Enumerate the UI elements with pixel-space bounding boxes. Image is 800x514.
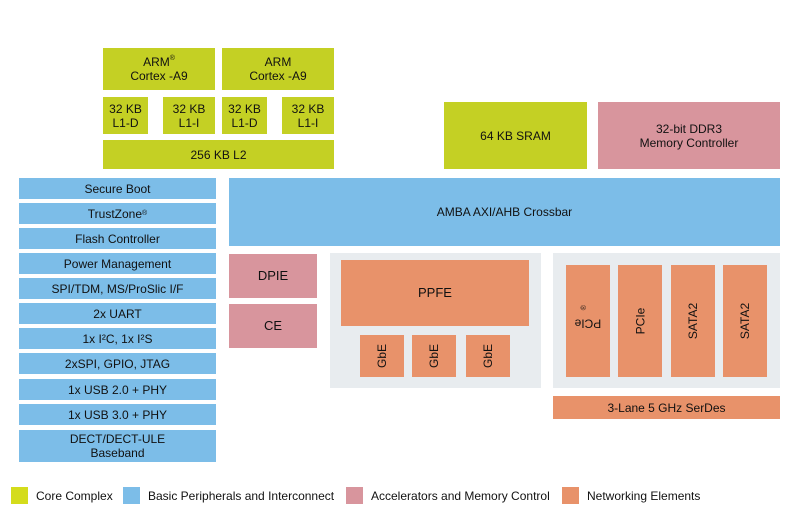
sram-block: 64 KB SRAM [444,102,587,169]
gbe-port: GbE [466,335,510,377]
trustzone-label: TrustZone [87,206,143,221]
pcie-port: PCIe ® [566,265,610,377]
peripheral-secure-boot: Secure Boot [19,178,216,199]
registered-mark: ® [169,55,175,62]
peripheral-uart: 2x UART [19,303,216,324]
peripheral-i2c-i2s: 1x I²C, 1x I²S [19,328,216,349]
l1-size: 32 KB [172,101,206,116]
l1-size: 32 KB [291,101,325,116]
legend-item-core: Core Complex [11,487,113,504]
cpu-core-1-name: ARM [143,55,170,69]
registered-mark: ® [580,305,588,311]
l1-type: L1-I [297,115,319,130]
cpu-core-1: ARM® Cortex -A9 [103,48,215,90]
legend-item-networking: Networking Elements [562,487,700,504]
registered-mark: ® [142,210,148,217]
l1-type: L1-D [231,115,258,130]
l1-size: 32 KB [109,101,142,116]
legend-label: Core Complex [36,488,113,503]
pcie-label: PCIe [633,307,647,335]
dpie-block: DPIE [229,254,317,298]
gbe-label: GbE [480,343,495,369]
memory-controller-label: Memory Controller [639,135,739,150]
pcie-port: PCIe [618,265,662,377]
cpu-core-1-model: Cortex -A9 [130,69,188,83]
ddr3-label: 32-bit DDR3 [655,121,722,136]
legend-item-accelerators: Accelerators and Memory Control [346,487,550,504]
legend-swatch-peripherals [123,487,140,504]
peripheral-spi-tdm: SPI/TDM, MS/ProSlic I/F [19,278,216,299]
sata-label: SATA2 [737,302,752,340]
l1-type: L1-D [112,115,139,130]
peripheral-trustzone: TrustZone® [19,203,216,224]
legend-label: Basic Peripherals and Interconnect [148,488,335,503]
cpu-core-2-model: Cortex -A9 [249,69,307,83]
cpu-core-2-name: ARM [264,55,292,69]
serdes-block: 3-Lane 5 GHz SerDes [553,396,780,419]
peripheral-spi-gpio-jtag: 2xSPI, GPIO, JTAG [19,353,216,374]
legend-swatch-core [11,487,28,504]
sata-port: SATA2 [671,265,715,377]
legend-item-peripherals: Basic Peripherals and Interconnect [123,487,334,504]
peripheral-flash-controller: Flash Controller [19,228,216,249]
gbe-port: GbE [412,335,456,377]
sata-port: SATA2 [723,265,767,377]
legend-label: Networking Elements [587,488,701,503]
crossbar-block: AMBA AXI/AHB Crossbar [229,178,780,246]
baseband-label: Baseband [90,446,145,460]
ce-block: CE [229,304,317,348]
l2-cache-block: 256 KB L2 [103,140,334,169]
peripheral-power-management: Power Management [19,253,216,274]
dect-label: DECT/DECT-ULE [69,432,166,446]
peripheral-usb3: 1x USB 3.0 + PHY [19,404,216,425]
sata-label: SATA2 [685,302,700,340]
legend-swatch-networking [562,487,579,504]
legend-swatch-accelerators [346,487,363,504]
l1-type: L1-I [178,115,200,130]
l1-size: 32 KB [228,101,261,116]
pcie-label: PCIe [574,316,602,331]
legend-label: Accelerators and Memory Control [371,488,550,503]
ppfe-block: PPFE [341,260,529,326]
gbe-port: GbE [360,335,404,377]
gbe-label: GbE [426,343,441,369]
gbe-label: GbE [374,343,389,369]
peripheral-usb2: 1x USB 2.0 + PHY [19,379,216,400]
